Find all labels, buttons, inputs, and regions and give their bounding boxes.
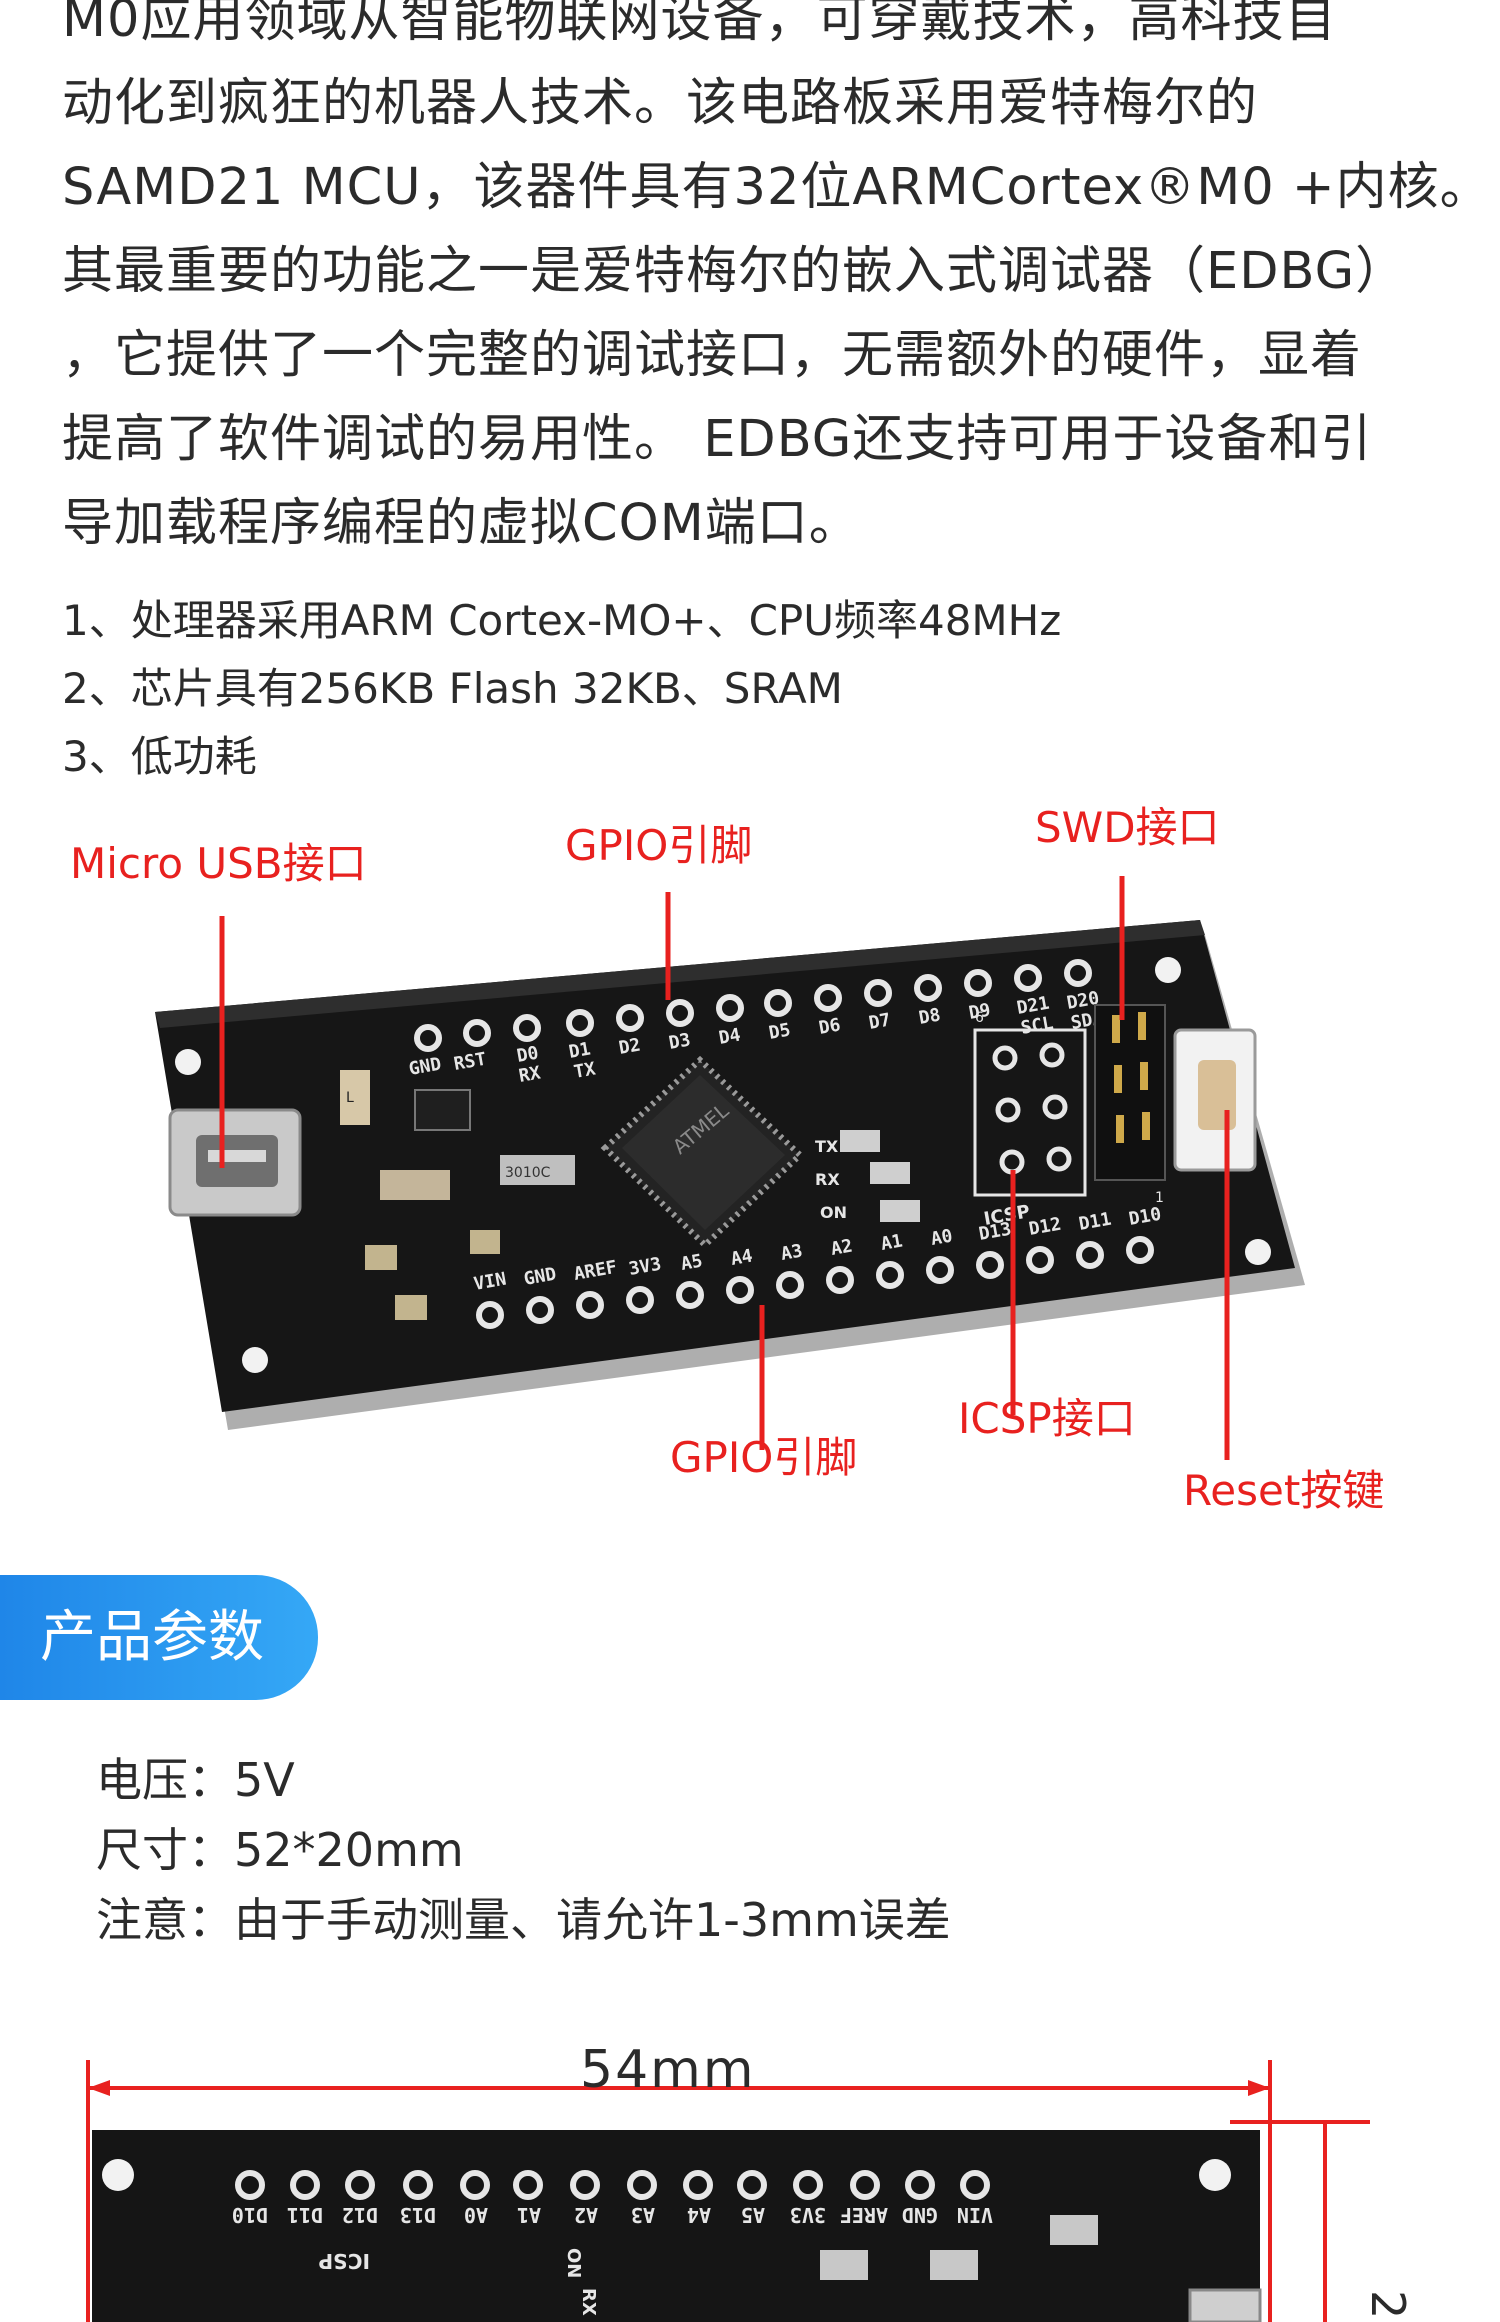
dim-on-label: ON — [563, 2248, 584, 2278]
dim-height-label: 2 — [1361, 2290, 1415, 2319]
dim-rx-label: RX — [578, 2288, 599, 2316]
dimension-photo: D10 D11 D12 D13 A0 A1 A2 A3 A4 A5 3V3 AR… — [86, 2060, 1415, 2322]
pin-label: TX — [572, 1058, 597, 1082]
arrow-left-icon — [88, 2080, 110, 2096]
pin-label: A2 — [829, 1235, 854, 1259]
arrow-right-icon — [1248, 2080, 1270, 2096]
dim-component — [1050, 2215, 1098, 2245]
intro-line: 提高了软件调试的易用性。 EDBG还支持可用于设备和引 — [62, 410, 1373, 469]
top-pin-holes — [414, 959, 1092, 1052]
pin-label: RX — [517, 1062, 542, 1086]
dim-pin-holes — [235, 2170, 990, 2200]
intro-line: SAMD21 MCU，该器件具有32位ARMCortex®M0 +内核。 — [62, 158, 1492, 217]
callout-swd: SWD接口 — [1035, 803, 1220, 852]
callout-lines — [219, 876, 1230, 1460]
silk-rx: RX — [815, 1170, 840, 1189]
param-voltage: 电压：5V — [96, 1753, 295, 1807]
pin-label: D7 — [867, 1009, 892, 1033]
dim-mount-hole — [102, 2159, 134, 2191]
pin-label: D9 — [967, 999, 992, 1023]
pin-label: D1 — [567, 1038, 592, 1062]
callout-reset: Reset按键 — [1183, 1466, 1385, 1515]
dim-pin-label: 3V3 — [790, 2203, 826, 2227]
dim-pin-label: A0 — [464, 2203, 488, 2227]
param-size: 尺寸：52*20mm — [96, 1823, 464, 1877]
dim-usb-port — [1188, 2288, 1262, 2322]
silk-tx: TX — [815, 1137, 839, 1156]
params-list: 电压：5V 尺寸：52*20mm 注意：由于手动测量、请允许1-3mm误差 — [96, 1745, 951, 1955]
pin-label: A4 — [729, 1245, 754, 1269]
pin-label: A5 — [679, 1250, 704, 1274]
pin-label: D3 — [667, 1029, 692, 1053]
dim-pin-label: A3 — [631, 2203, 655, 2227]
intro-line: 导加载程序编程的虚拟COM端口。 — [62, 494, 861, 553]
pin-label: D0 — [515, 1042, 540, 1066]
reset-button-part — [1173, 1028, 1257, 1172]
dim-width-label: 54mm — [580, 2040, 756, 2100]
dim-component — [820, 2250, 868, 2280]
icsp-pin-six: 6 — [975, 1010, 984, 1026]
dimension-lines — [86, 2060, 1370, 2322]
pin-label: A3 — [779, 1240, 804, 1264]
pin-label: A0 — [929, 1225, 954, 1249]
board-photo: GND RST D0 RX D1 TX D2 D3 D4 D5 D6 D7 D8… — [155, 876, 1305, 1460]
dim-icsp-label: ICSP — [318, 2249, 370, 2273]
micro-usb-port — [168, 1108, 302, 1217]
dim-pin-label: A1 — [517, 2203, 541, 2227]
regulator-label: 3010C — [505, 1165, 551, 1181]
dim-mount-hole — [1199, 2159, 1231, 2191]
feature-item: 1、处理器采用ARM Cortex-MO+、CPU频率48MHz — [62, 596, 1062, 645]
dim-pin-label: GND — [902, 2203, 938, 2227]
board-edge — [155, 920, 1205, 1028]
feature-item: 2、芯片具有256KB Flash 32KB、SRAM — [62, 664, 843, 713]
callout-icsp: ICSP接口 — [958, 1394, 1136, 1443]
dim-pin-label: VIN — [957, 2203, 993, 2227]
pin-label: A1 — [879, 1230, 904, 1254]
swd-header: 1 — [1094, 1004, 1166, 1206]
mcu-chip: ATMEL — [600, 1055, 805, 1250]
intro-line: 动化到疯狂的机器人技术。该电路板采用爱特梅尔的 — [62, 74, 1259, 133]
feature-item: 3、低功耗 — [62, 732, 257, 781]
dim-pin-label: A5 — [741, 2203, 765, 2227]
bottom-pin-holes — [476, 1236, 1154, 1329]
dim-pin-label: A4 — [687, 2203, 711, 2227]
pin-label: D6 — [817, 1014, 842, 1038]
intro-line: ，它提供了一个完整的调试接口，无需额外的硬件，显着 — [62, 326, 1363, 385]
swd-pin-one: 1 — [1155, 1190, 1164, 1206]
smd-components: L 3010C TX RX ON — [340, 1070, 920, 1320]
intro-line: 其最重要的功能之一是爱特梅尔的嵌入式调试器（EDBG） — [62, 242, 1408, 301]
pin-label: D2 — [617, 1034, 642, 1058]
intro-line: M0应用领域从智能物联网设备，可穿戴技术，高科技自 — [62, 0, 1337, 49]
intro-paragraph: M0应用领域从智能物联网设备，可穿戴技术，高科技自 动化到疯狂的机器人技术。该电… — [62, 0, 1492, 566]
dim-pin-labels: D10 D11 D12 D13 A0 A1 A2 A3 A4 A5 3V3 AR… — [232, 2203, 993, 2227]
callout-gpio-bottom: GPIO引脚 — [670, 1433, 858, 1482]
dim-pin-label: A2 — [574, 2203, 598, 2227]
dim-pin-label: D13 — [400, 2203, 436, 2227]
silk-on: ON — [820, 1203, 847, 1222]
bottom-pin-labels: VIN GND AREF 3V3 A5 A4 A3 A2 A1 A0 D13 D… — [472, 1204, 1163, 1295]
callout-micro-usb: Micro USB接口 — [70, 839, 367, 888]
dim-component — [930, 2250, 978, 2280]
pin-label: D4 — [717, 1024, 742, 1048]
dim-pin-label: AREF — [840, 2203, 888, 2227]
callout-gpio-top: GPIO引脚 — [565, 821, 753, 870]
led-label: L — [346, 1090, 354, 1106]
pin-label: D5 — [767, 1019, 792, 1043]
dim-pin-label: D12 — [342, 2203, 378, 2227]
feature-list: 1、处理器采用ARM Cortex-MO+、CPU频率48MHz 2、芯片具有2… — [62, 587, 1061, 791]
param-note: 注意：由于手动测量、请允许1-3mm误差 — [96, 1893, 951, 1947]
section-title-params: 产品参数 — [0, 1575, 318, 1700]
dim-pin-label: D10 — [232, 2203, 268, 2227]
pin-label: D8 — [917, 1004, 942, 1028]
mounting-holes — [175, 957, 1271, 1373]
dim-pin-label: D11 — [287, 2203, 323, 2227]
